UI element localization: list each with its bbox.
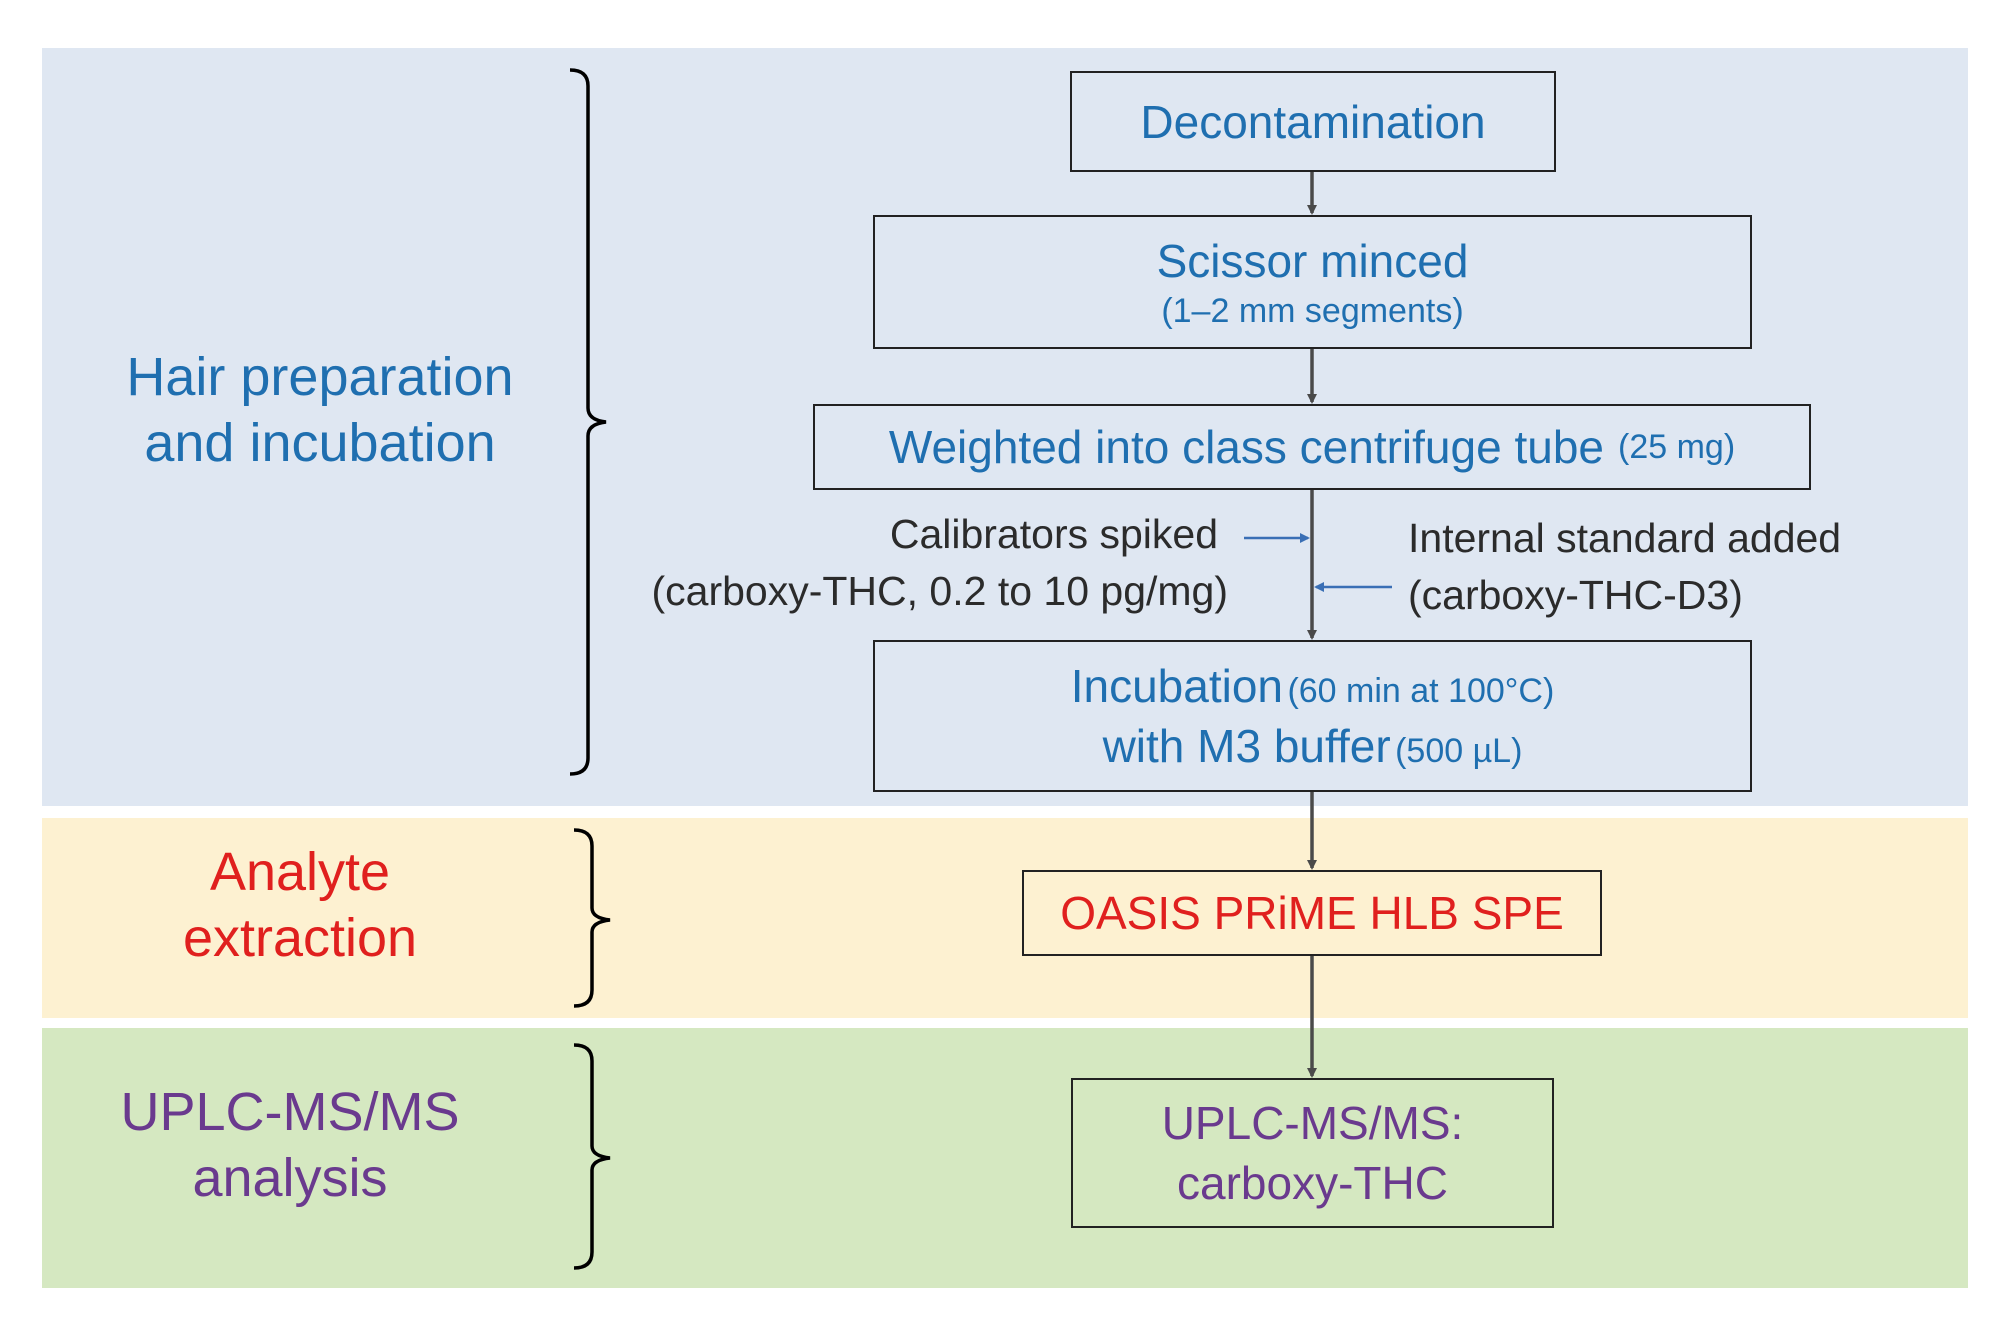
internal-standard-note: Internal standard added (carboxy-THC-D3)	[1408, 510, 1968, 625]
step-decontamination: Decontamination	[1070, 71, 1556, 172]
incubation-line-1: Incubation (60 min at 100°C)	[1071, 659, 1555, 713]
step-label: Decontamination	[1140, 95, 1486, 148]
stage-label-hair-preparation: Hair preparation and incubation	[80, 345, 560, 477]
step-label: with M3 buffer	[1102, 720, 1391, 772]
step-detail: (25 mg)	[1618, 427, 1736, 466]
step-incubation: Incubation (60 min at 100°C) with M3 buf…	[873, 640, 1752, 792]
stage-label-line: UPLC-MS/MS	[120, 1082, 460, 1142]
stage-label-line: extraction	[182, 907, 418, 968]
stage-label-line: and incubation	[144, 412, 496, 473]
bracket-analyte-extraction	[573, 828, 611, 1008]
stage-label-line: Hair preparation	[126, 347, 514, 407]
step-label: Weighted into class centrifuge tube	[888, 421, 1604, 473]
step-label: Incubation	[1070, 660, 1283, 712]
step-label: OASIS PRiME HLB SPE	[1060, 887, 1564, 939]
step-detail: (60 min at 100°C)	[1287, 672, 1555, 710]
calibrators-note: Calibrators spiked (carboxy-THC, 0.2 to …	[588, 506, 1228, 621]
step-oasis-spe: OASIS PRiME HLB SPE	[1022, 870, 1602, 956]
incubation-line-2: with M3 buffer (500 µL)	[1103, 719, 1523, 773]
stage-label-line: analysis	[192, 1147, 388, 1208]
step-label: Scissor minced	[1156, 234, 1469, 287]
step-detail: (1–2 mm segments)	[1161, 291, 1464, 330]
step-weighed: Weighted into class centrifuge tube (25 …	[813, 404, 1811, 490]
internal-standard-title: Internal standard added	[1408, 515, 1842, 561]
stage-label-line: Analyte	[209, 842, 391, 902]
stage-label-uplc-analysis: UPLC-MS/MS analysis	[90, 1080, 490, 1212]
calibrators-detail: (carboxy-THC, 0.2 to 10 pg/mg)	[651, 568, 1228, 615]
uplc-analysis-band	[42, 1028, 1968, 1288]
step-label: UPLC-MS/MS:	[1161, 1097, 1464, 1149]
bracket-uplc-analysis	[573, 1043, 611, 1270]
step-scissor-minced: Scissor minced (1–2 mm segments)	[873, 215, 1752, 349]
step-detail: (500 µL)	[1395, 732, 1523, 770]
bracket-hair-preparation	[569, 68, 607, 776]
stage-label-analyte-extraction: Analyte extraction	[110, 840, 490, 972]
internal-standard-detail: (carboxy-THC-D3)	[1408, 572, 1743, 619]
step-uplc-msms: UPLC-MS/MS: carboxy-THC	[1071, 1078, 1554, 1228]
analyte-extraction-band	[42, 818, 1968, 1018]
calibrators-title: Calibrators spiked	[889, 511, 1218, 557]
step-label: carboxy-THC	[1177, 1157, 1448, 1209]
hair-preparation-band	[42, 48, 1968, 806]
